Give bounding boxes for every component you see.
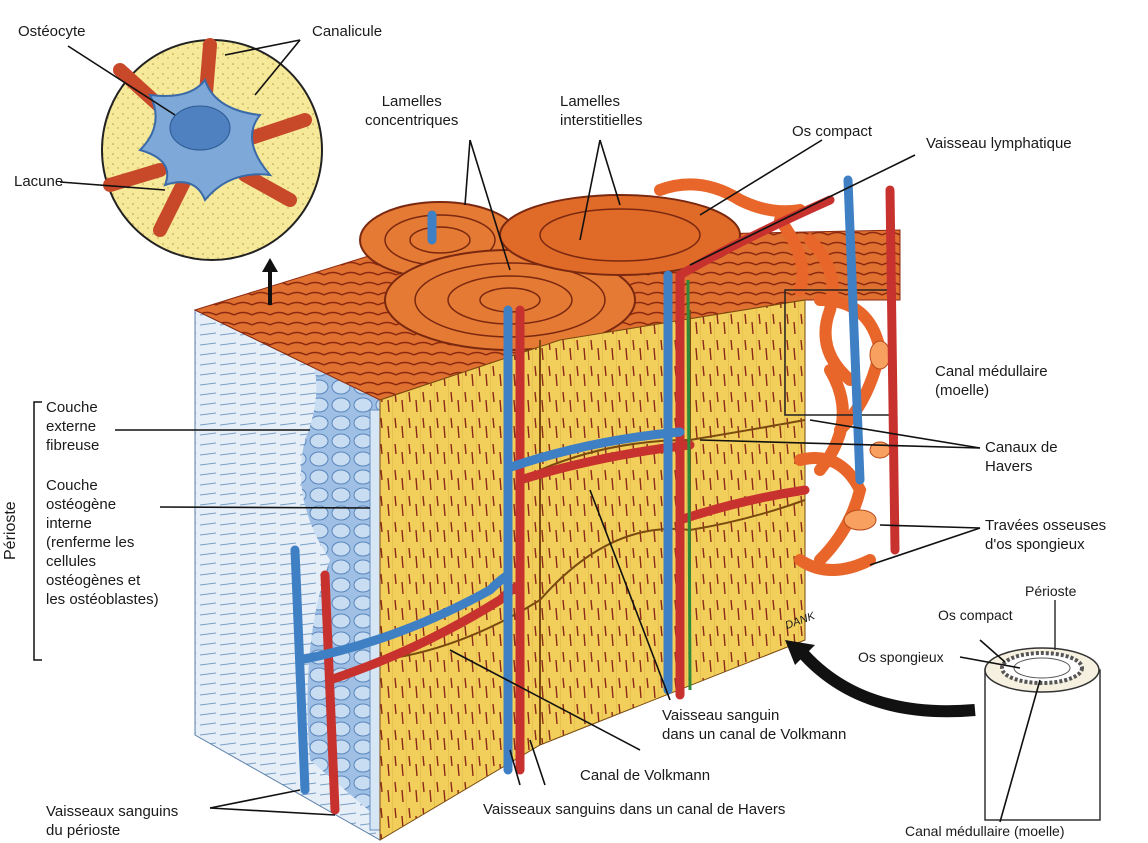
label-travees-osseuses: Travées osseuses d'os spongieux	[985, 516, 1106, 554]
perioste-bracket	[34, 402, 42, 660]
label-osteocyte: Ostéocyte	[18, 22, 86, 41]
label-lamelles-interstitielles: Lamelles interstitielles	[560, 92, 643, 130]
label-inset-os-compact: Os compact	[938, 606, 1013, 625]
label-perioste-vertical: Périoste	[2, 501, 20, 560]
bone-front-face	[380, 300, 805, 840]
label-vaisseaux-havers: Vaisseaux sanguins dans un canal de Have…	[483, 800, 785, 819]
label-lacune: Lacune	[14, 172, 63, 191]
label-inset-os-spongieux: Os spongieux	[858, 648, 944, 667]
label-canaux-de-havers: Canaux de Havers	[985, 438, 1058, 476]
label-inset-perioste: Périoste	[1025, 582, 1076, 601]
label-canal-medullaire: Canal médullaire (moelle)	[935, 362, 1048, 400]
bone-cylinder-inset	[985, 600, 1100, 820]
label-vaisseaux-perioste: Vaisseaux sanguins du périoste	[46, 802, 178, 840]
label-lamelles-concentriques: Lamelles concentriques	[365, 92, 458, 130]
label-inset-canal-medullaire: Canal médullaire (moelle)	[905, 822, 1065, 841]
label-couche-osteogene: Couche ostéogène interne (renferme les c…	[46, 476, 159, 609]
label-vaisseau-lymphatique: Vaisseau lymphatique	[926, 134, 1072, 153]
label-canal-de-volkmann: Canal de Volkmann	[580, 766, 710, 785]
label-couche-externe: Couche externe fibreuse	[46, 398, 99, 455]
label-vaisseau-volkmann: Vaisseau sanguin dans un canal de Volkma…	[662, 706, 846, 744]
label-canalicule: Canalicule	[312, 22, 382, 41]
label-os-compact: Os compact	[792, 122, 872, 141]
